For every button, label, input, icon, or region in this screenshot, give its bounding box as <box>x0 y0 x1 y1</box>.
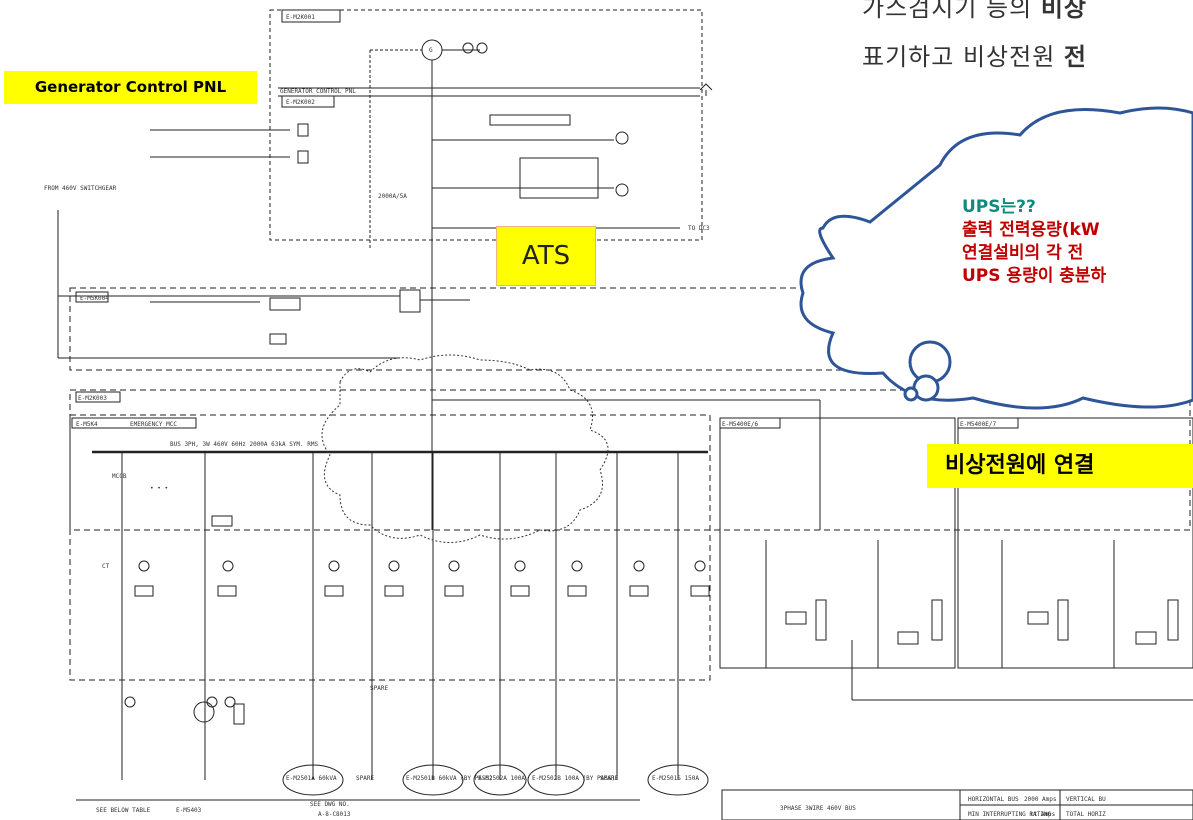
dots: • • • <box>150 485 168 492</box>
cloud-line-3: 연결설비의 각 전 <box>962 243 1084 263</box>
generator-box-tag: E-M2K001 <box>286 14 315 21</box>
generator-panel-box <box>269 9 703 241</box>
right-box-1-tag: E-M5400E/6 <box>722 421 759 428</box>
table-h2: 2000 Amps <box>1024 796 1057 803</box>
to-dc-label: TO DC3 <box>688 225 710 232</box>
table-r1: MIN INTERRUPTING RATING <box>968 811 1051 818</box>
mid-box-tag: E-M2K003 <box>78 395 107 402</box>
header-line-2: 표기하고 비상전원 전 <box>862 43 1087 71</box>
emergency-mcc-box <box>69 414 711 681</box>
cloud-line-1: UPS는?? <box>962 197 1036 217</box>
feeder-label-2: SPARE <box>356 775 374 782</box>
feeder-label-6: SPARE <box>600 775 618 782</box>
ats-label: ATS <box>496 226 596 286</box>
mccb-label: MCCB <box>112 473 127 480</box>
spare-label: SPARE <box>370 685 388 692</box>
feeder-label-4: E-M2502A 100A <box>478 775 525 782</box>
header-line-1: 가스검지기 등의 비상 <box>862 0 1087 22</box>
ct-label: CT <box>102 563 110 570</box>
breaker-rating: 2000A/5A <box>378 193 407 200</box>
right-panel-box-1 <box>719 417 956 669</box>
feeder-label-3: E-M2501B 60kVA (BY PASS) <box>406 775 493 782</box>
dwg-note: SEE DWG NO. <box>310 801 350 808</box>
table-h3: VERTICAL BU <box>1066 796 1106 803</box>
dwg-no: A-8-C8013 <box>318 811 351 818</box>
left-box-tag: E-M5K004 <box>80 295 109 302</box>
mcc-ref: E-M5403 <box>176 807 202 814</box>
feeder-label-7: E-M2501S 150A <box>652 775 699 782</box>
thought-cloud <box>799 106 1193 410</box>
mcc-name: EMERGENCY MCC <box>130 421 177 428</box>
table-r1b: rt Amps <box>1030 811 1056 818</box>
emergency-connect-label: 비상전원에 연결 <box>927 444 1193 488</box>
right-box-2-tag: E-M5400E/7 <box>960 421 997 428</box>
table-r1c: TOTAL HORIZ <box>1066 811 1106 818</box>
cloud-line-2: 출력 전력용량(kW <box>962 220 1100 240</box>
bus-rating-table <box>721 789 1193 820</box>
generator-panel-label: Generator Control PNL <box>4 71 257 104</box>
bus-label: BUS 3PH, 3W 460V 60Hz 2000A 63kA SYM. RM… <box>170 441 318 448</box>
switchgear-note: FROM 460V SWITCHGEAR <box>44 185 117 192</box>
mcc-tag: E-M5K4 <box>76 421 98 428</box>
cloud-outline <box>321 354 609 543</box>
control-tag: E-M2K002 <box>286 99 315 106</box>
mcc-note: SEE BELOW TABLE <box>96 807 151 814</box>
control-panel-label: GENERATOR CONTROL PNL <box>280 88 356 95</box>
feeder-label-5: E-M2502B 100A (BY PASS) <box>532 775 615 782</box>
right-panel-box-2 <box>957 417 1193 669</box>
cloud-line-4: UPS 용량이 충분하 <box>962 266 1107 286</box>
table-h1: HORIZONTAL BUS <box>968 796 1019 803</box>
generator-label: G <box>429 47 433 54</box>
table-title: 3PHASE 3WIRE 460V BUS <box>780 805 856 812</box>
feeder-label-1: E-M2501A 60kVA <box>286 775 337 782</box>
